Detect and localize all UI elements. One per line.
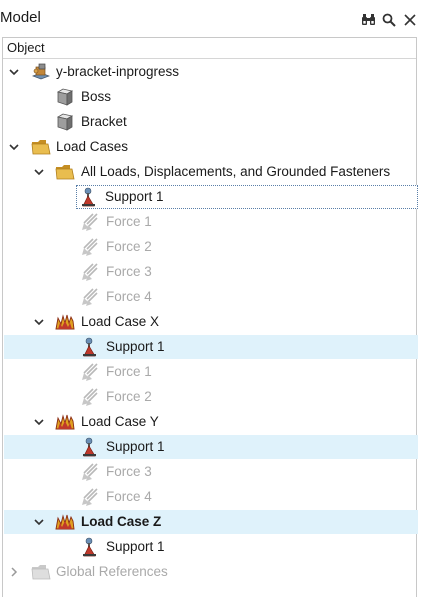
tree-node-all-force1[interactable]: Force 1 bbox=[4, 210, 418, 234]
force-icon bbox=[80, 362, 100, 382]
force-icon bbox=[80, 237, 100, 257]
chevron-down-icon[interactable] bbox=[32, 515, 46, 529]
tree-node-label: Force 2 bbox=[106, 389, 152, 404]
tree-node-load-cases[interactable]: Load Cases bbox=[4, 135, 418, 159]
tree-node-lcy-force3[interactable]: Force 3 bbox=[4, 460, 418, 484]
model-tree: Object y-bracket-inprogress Boss Bracket… bbox=[2, 37, 418, 597]
tree-node-label: Support 1 bbox=[106, 539, 165, 554]
column-header[interactable]: Object bbox=[3, 38, 416, 59]
chevron-right-icon[interactable] bbox=[7, 565, 21, 579]
force-icon bbox=[80, 487, 100, 507]
support-icon bbox=[79, 187, 99, 207]
tree-node-all-force2[interactable]: Force 2 bbox=[4, 235, 418, 259]
tree-node-label: Force 1 bbox=[106, 364, 152, 379]
support-icon bbox=[80, 337, 100, 357]
chevron-down-icon[interactable] bbox=[7, 65, 21, 79]
tree-node-label: Force 2 bbox=[106, 239, 152, 254]
binoculars-icon[interactable] bbox=[360, 12, 376, 28]
column-header-label: Object bbox=[7, 40, 45, 55]
tree-node-label: Load Cases bbox=[56, 139, 129, 154]
part-icon bbox=[55, 112, 75, 132]
tree-node-label: y-bracket-inprogress bbox=[56, 64, 180, 79]
force-icon bbox=[80, 462, 100, 482]
folder-icon bbox=[31, 562, 51, 582]
tree-node-label: Force 4 bbox=[106, 289, 152, 304]
tree-node-all-force4[interactable]: Force 4 bbox=[4, 285, 418, 309]
tree-node-lcx-force2[interactable]: Force 2 bbox=[4, 385, 418, 409]
chevron-down-icon[interactable] bbox=[32, 165, 46, 179]
tree-node-model[interactable]: y-bracket-inprogress bbox=[4, 60, 418, 84]
tree-node-all-force3[interactable]: Force 3 bbox=[4, 260, 418, 284]
force-icon bbox=[80, 287, 100, 307]
tree-node-load-case-y[interactable]: Load Case Y bbox=[4, 410, 418, 434]
tree-node-lcy-force4[interactable]: Force 4 bbox=[4, 485, 418, 509]
tree-node-boss[interactable]: Boss bbox=[4, 85, 418, 109]
tree-node-lcx-force1[interactable]: Force 1 bbox=[4, 360, 418, 384]
support-icon bbox=[80, 537, 100, 557]
tree-node-all-support1[interactable]: Support 1 bbox=[76, 185, 418, 209]
tree-node-label: Load Case Z bbox=[81, 514, 162, 529]
tree-node-label: Load Case Y bbox=[81, 414, 159, 429]
support-icon bbox=[80, 437, 100, 457]
header-toolbar bbox=[360, 11, 418, 29]
tree-node-label: Force 3 bbox=[106, 464, 152, 479]
tree-node-lcx-support1[interactable]: Support 1 bbox=[4, 335, 418, 359]
tree-node-label: All Loads, Displacements, and Grounded F… bbox=[81, 164, 391, 179]
tree-node-all-loads[interactable]: All Loads, Displacements, and Grounded F… bbox=[4, 160, 418, 184]
load-case-icon bbox=[55, 312, 75, 332]
close-icon[interactable] bbox=[402, 12, 418, 28]
tree-node-label: Bracket bbox=[81, 114, 127, 129]
force-icon bbox=[80, 262, 100, 282]
tree-node-label: Load Case X bbox=[81, 314, 160, 329]
force-icon bbox=[80, 212, 100, 232]
tree-node-label: Support 1 bbox=[106, 439, 165, 454]
tree-node-label: Force 4 bbox=[106, 489, 152, 504]
part-icon bbox=[55, 87, 75, 107]
chevron-down-icon[interactable] bbox=[32, 415, 46, 429]
chevron-down-icon[interactable] bbox=[7, 140, 21, 154]
tree-node-lcz-support1[interactable]: Support 1 bbox=[4, 535, 418, 559]
tree-node-label: Global References bbox=[56, 564, 168, 579]
chevron-down-icon[interactable] bbox=[32, 315, 46, 329]
tree-node-load-case-x[interactable]: Load Case X bbox=[4, 310, 418, 334]
panel-header: Model bbox=[0, 0, 422, 38]
tree-node-label: Force 3 bbox=[106, 264, 152, 279]
assembly-icon bbox=[31, 62, 51, 82]
tree-node-label: Force 1 bbox=[106, 214, 152, 229]
folder-icon bbox=[31, 137, 51, 157]
tree-node-label: Support 1 bbox=[105, 189, 164, 204]
force-icon bbox=[80, 387, 100, 407]
tree-node-load-case-z[interactable]: Load Case Z bbox=[4, 510, 418, 534]
tree-node-label: Boss bbox=[81, 89, 112, 104]
load-case-icon bbox=[55, 512, 75, 532]
tree-node-label: Support 1 bbox=[106, 339, 165, 354]
load-case-icon bbox=[55, 412, 75, 432]
folder-icon bbox=[55, 162, 75, 182]
tree-node-lcy-support1[interactable]: Support 1 bbox=[4, 435, 418, 459]
tree-node-bracket[interactable]: Bracket bbox=[4, 110, 418, 134]
panel-title: Model bbox=[0, 9, 41, 26]
search-icon[interactable] bbox=[381, 12, 397, 28]
tree-node-global-references[interactable]: Global References bbox=[4, 560, 418, 584]
